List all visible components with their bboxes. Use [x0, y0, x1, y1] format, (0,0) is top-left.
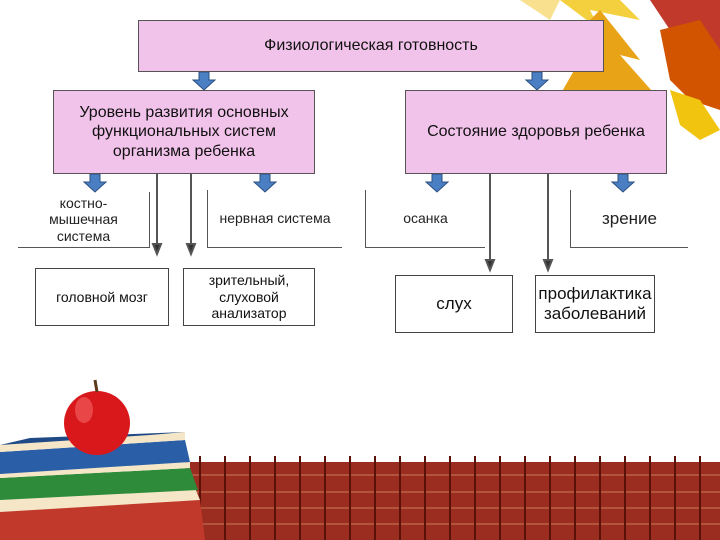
arrow-right-2 [610, 173, 636, 193]
right-branch-node: Состояние здоровья ребенка [405, 90, 667, 174]
item-disease-prevention: профилактика заболеваний [535, 275, 655, 333]
item-brain: головной мозг [35, 268, 169, 326]
arrow-left-2 [252, 173, 278, 193]
item-vision: зрение [570, 190, 688, 248]
item-hearing: слух [395, 275, 513, 333]
arrow-left-4 [185, 243, 197, 257]
arrow-right-4 [542, 259, 554, 273]
arrow-root-left [191, 71, 217, 91]
right-branch-label: Состояние здоровья ребенка [427, 123, 645, 141]
apple-on-books-image [0, 379, 205, 540]
left-branch-label: Уровень развития основных функциональных… [79, 104, 289, 160]
fence-image [185, 456, 720, 540]
arrow-left-1 [82, 173, 108, 193]
arrow-right-3 [484, 259, 496, 273]
item-nervous-system: нервная система [207, 190, 342, 248]
arrow-root-right [524, 71, 550, 91]
arrow-right-1 [424, 173, 450, 193]
item-musculoskeletal: костно-мышечная система [18, 192, 150, 248]
left-branch-node: Уровень развития основных функциональных… [53, 90, 315, 174]
root-label: Физиологическая готовность [264, 37, 478, 55]
root-node: Физиологическая готовность [138, 20, 604, 72]
item-visual-auditory: зрительный, слуховой анализатор [183, 268, 315, 326]
arrow-left-3 [151, 243, 163, 257]
item-posture: осанка [365, 190, 485, 248]
